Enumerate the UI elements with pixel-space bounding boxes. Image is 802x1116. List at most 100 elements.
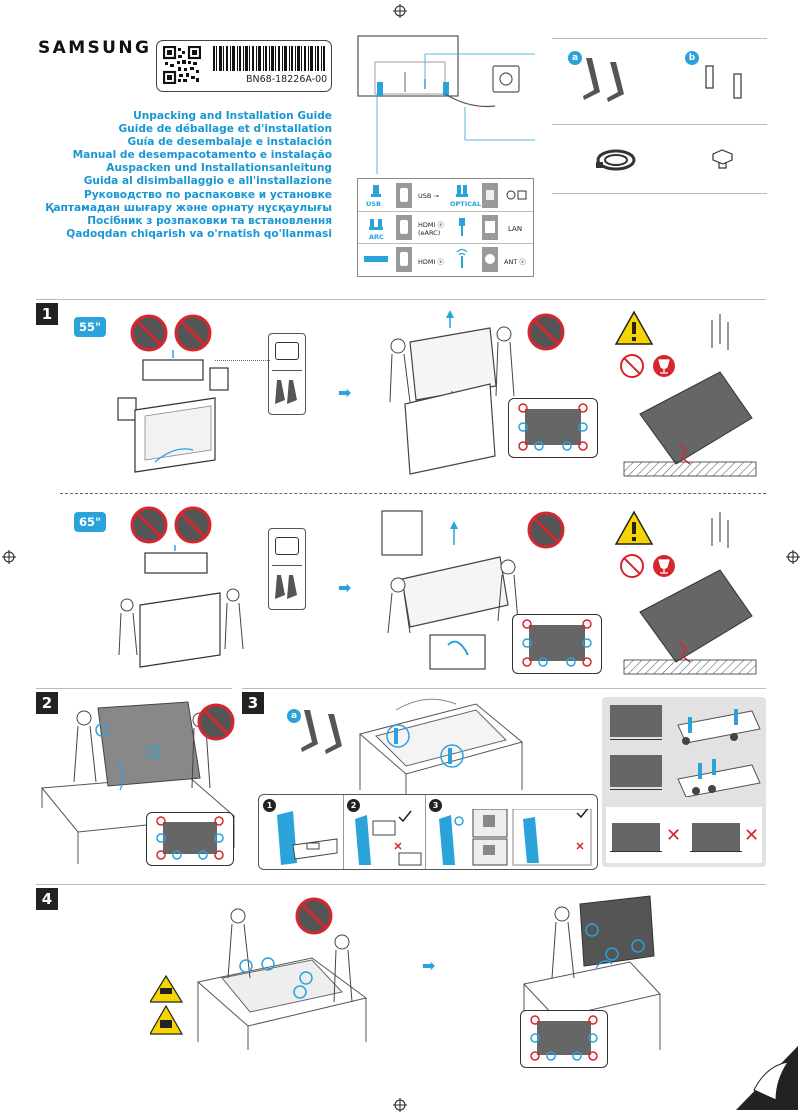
components-bottom-line: [552, 193, 767, 194]
step1-top-line: [36, 299, 766, 300]
no-drop-icons-55: [620, 354, 675, 378]
tv-drop-warning-55-illustration: [623, 314, 757, 477]
samsung-logo: SAMSUNG: [38, 38, 152, 58]
size-separator: [60, 493, 766, 494]
substep-1-badge: 1: [263, 799, 276, 812]
hold-points-detail-55: [508, 398, 598, 458]
hdmi-earc-port-image: [396, 215, 412, 240]
lan-port-image: [482, 215, 498, 240]
barcode-label: [156, 40, 332, 92]
port-lan-label: LAN: [508, 225, 523, 233]
tv-back-illustration: [357, 35, 535, 174]
registration-mark-bottom: [393, 1098, 407, 1112]
stand-mount-positions-illustration: [677, 709, 761, 797]
title-de: Auspacken und Installationsanleitung: [106, 162, 332, 175]
step-4-number: 4: [36, 888, 58, 910]
no-press-screen-icon-step4: [295, 897, 333, 935]
arrow-55: ➡: [338, 383, 352, 402]
components-top-line: [552, 38, 767, 39]
hold-points-detail-65: [512, 614, 602, 674]
box-open-55-illustration: [117, 350, 229, 473]
lift-tv-from-table-illustration: [196, 908, 368, 1050]
stand-position-panel: ✕ ✕: [602, 697, 766, 867]
step3-top-line: [242, 688, 766, 689]
wrong-x-icon-1: ✕: [666, 825, 682, 846]
accessory-pack-55: [268, 333, 306, 415]
antenna-icon: [456, 248, 468, 268]
port-hdmi-earc-label: HDMI ⓔ (eARC): [418, 221, 444, 237]
optical-symbol-icon: [506, 190, 527, 200]
hdmi-port-image: [396, 247, 412, 272]
qr-code-icon: [163, 46, 201, 84]
title-es: Guía de desembalaje e instalación: [127, 136, 332, 149]
power-cable-icon: [596, 149, 636, 171]
no-press-screen-icon-65: [527, 511, 565, 549]
no-drop-icons-65: [620, 554, 675, 578]
port-arc-label: ARC: [369, 233, 384, 241]
port-optical-label: OPTICAL: [450, 200, 482, 208]
guide-titles: Unpacking and Installation Guide Guide d…: [45, 110, 332, 241]
caution-pinch-icons: [150, 974, 184, 1035]
step3-stand-legs-icon: [301, 710, 342, 754]
ant-port-image: [482, 247, 498, 272]
substep-2-badge: 2: [347, 799, 360, 812]
registration-mark-top: [393, 4, 407, 18]
tv-drop-warning-65-illustration: [623, 512, 757, 675]
optical-icon: [456, 185, 468, 197]
no-lift-screen-icons-65: [130, 506, 212, 544]
arrow-65: ➡: [338, 578, 352, 597]
hold-points-detail-step4: [520, 1010, 608, 1068]
stand-guides-icon: [705, 65, 742, 99]
lift-tv-65-illustration: [381, 510, 519, 670]
title-en: Unpacking and Installation Guide: [133, 110, 332, 122]
size-55-badge: 55": [74, 317, 106, 337]
substep-3-screw-illustration: [439, 809, 592, 866]
optical-port-image: [482, 183, 498, 208]
wrong-position-box: ✕ ✕: [606, 807, 762, 863]
tv-position-a: [610, 705, 662, 737]
step-3-number: 3: [242, 692, 264, 714]
connector-dots-55: [215, 360, 270, 361]
title-fr: Guide de déballage et d'installation: [118, 123, 332, 136]
step3-component-a-badge: a: [287, 709, 301, 723]
no-press-screen-icon-55: [527, 313, 565, 351]
barcode-code: BN68-18226A-00: [246, 74, 328, 85]
step-1-number: 1: [36, 303, 58, 325]
components-mid-line: [552, 124, 767, 125]
tv-face-down-on-table-illustration: [358, 698, 524, 794]
port-usb-right-label: USB ⊸: [418, 192, 439, 200]
warning-icon-65: [614, 510, 654, 545]
title-uk: Посібник з розпаковки та встановлення: [87, 214, 332, 227]
usb-icon: [371, 185, 381, 197]
title-pt: Manual de desempacotamento e instalação: [72, 149, 332, 162]
substep-1-insert-leg-illustration: [277, 811, 338, 865]
no-press-screen-icon-step2: [197, 703, 235, 741]
title-ru: Руководство по распаковке и установке: [83, 188, 332, 201]
registration-mark-left: [2, 550, 16, 564]
arrow-step4: ➡: [422, 956, 436, 975]
title-uz: Qadoqdan chiqarish va o'rnatish qo'llanm…: [66, 227, 332, 240]
title-kk: Қаптамадан шығару және орнату нұсқаулығы: [45, 201, 332, 214]
step2-top-line: [36, 688, 232, 689]
usb-port-image: [396, 183, 412, 208]
component-b-badge: b: [685, 51, 699, 65]
lan-icon: [459, 218, 465, 236]
lift-tv-55-illustration: [389, 310, 515, 475]
port-ant-label: ANT ⓔ: [504, 258, 526, 266]
arc-icon: [369, 219, 383, 230]
port-usb-label: USB: [366, 200, 381, 208]
barcode-icon: [213, 46, 325, 71]
size-65-badge: 65": [74, 512, 106, 532]
port-panel: USB USB ⊸ OPTICAL ARC HDMI ⓔ (eARC) LAN …: [357, 178, 534, 277]
step4-top-line: [36, 884, 766, 885]
wrong-x-icon-2: ✕: [744, 825, 760, 846]
component-a-badge: a: [568, 51, 582, 65]
stand-legs-icon: [583, 58, 624, 102]
hdmi-cable-icon: [364, 256, 388, 262]
tv-position-b: [610, 755, 662, 787]
no-lift-screen-icons: [130, 314, 212, 352]
tv-upright-on-table-illustration: [523, 895, 661, 1050]
accessory-pack-65: [268, 528, 306, 610]
registration-mark-right: [786, 550, 800, 564]
title-it: Guida al disimballaggio e all'installazi…: [83, 175, 332, 188]
